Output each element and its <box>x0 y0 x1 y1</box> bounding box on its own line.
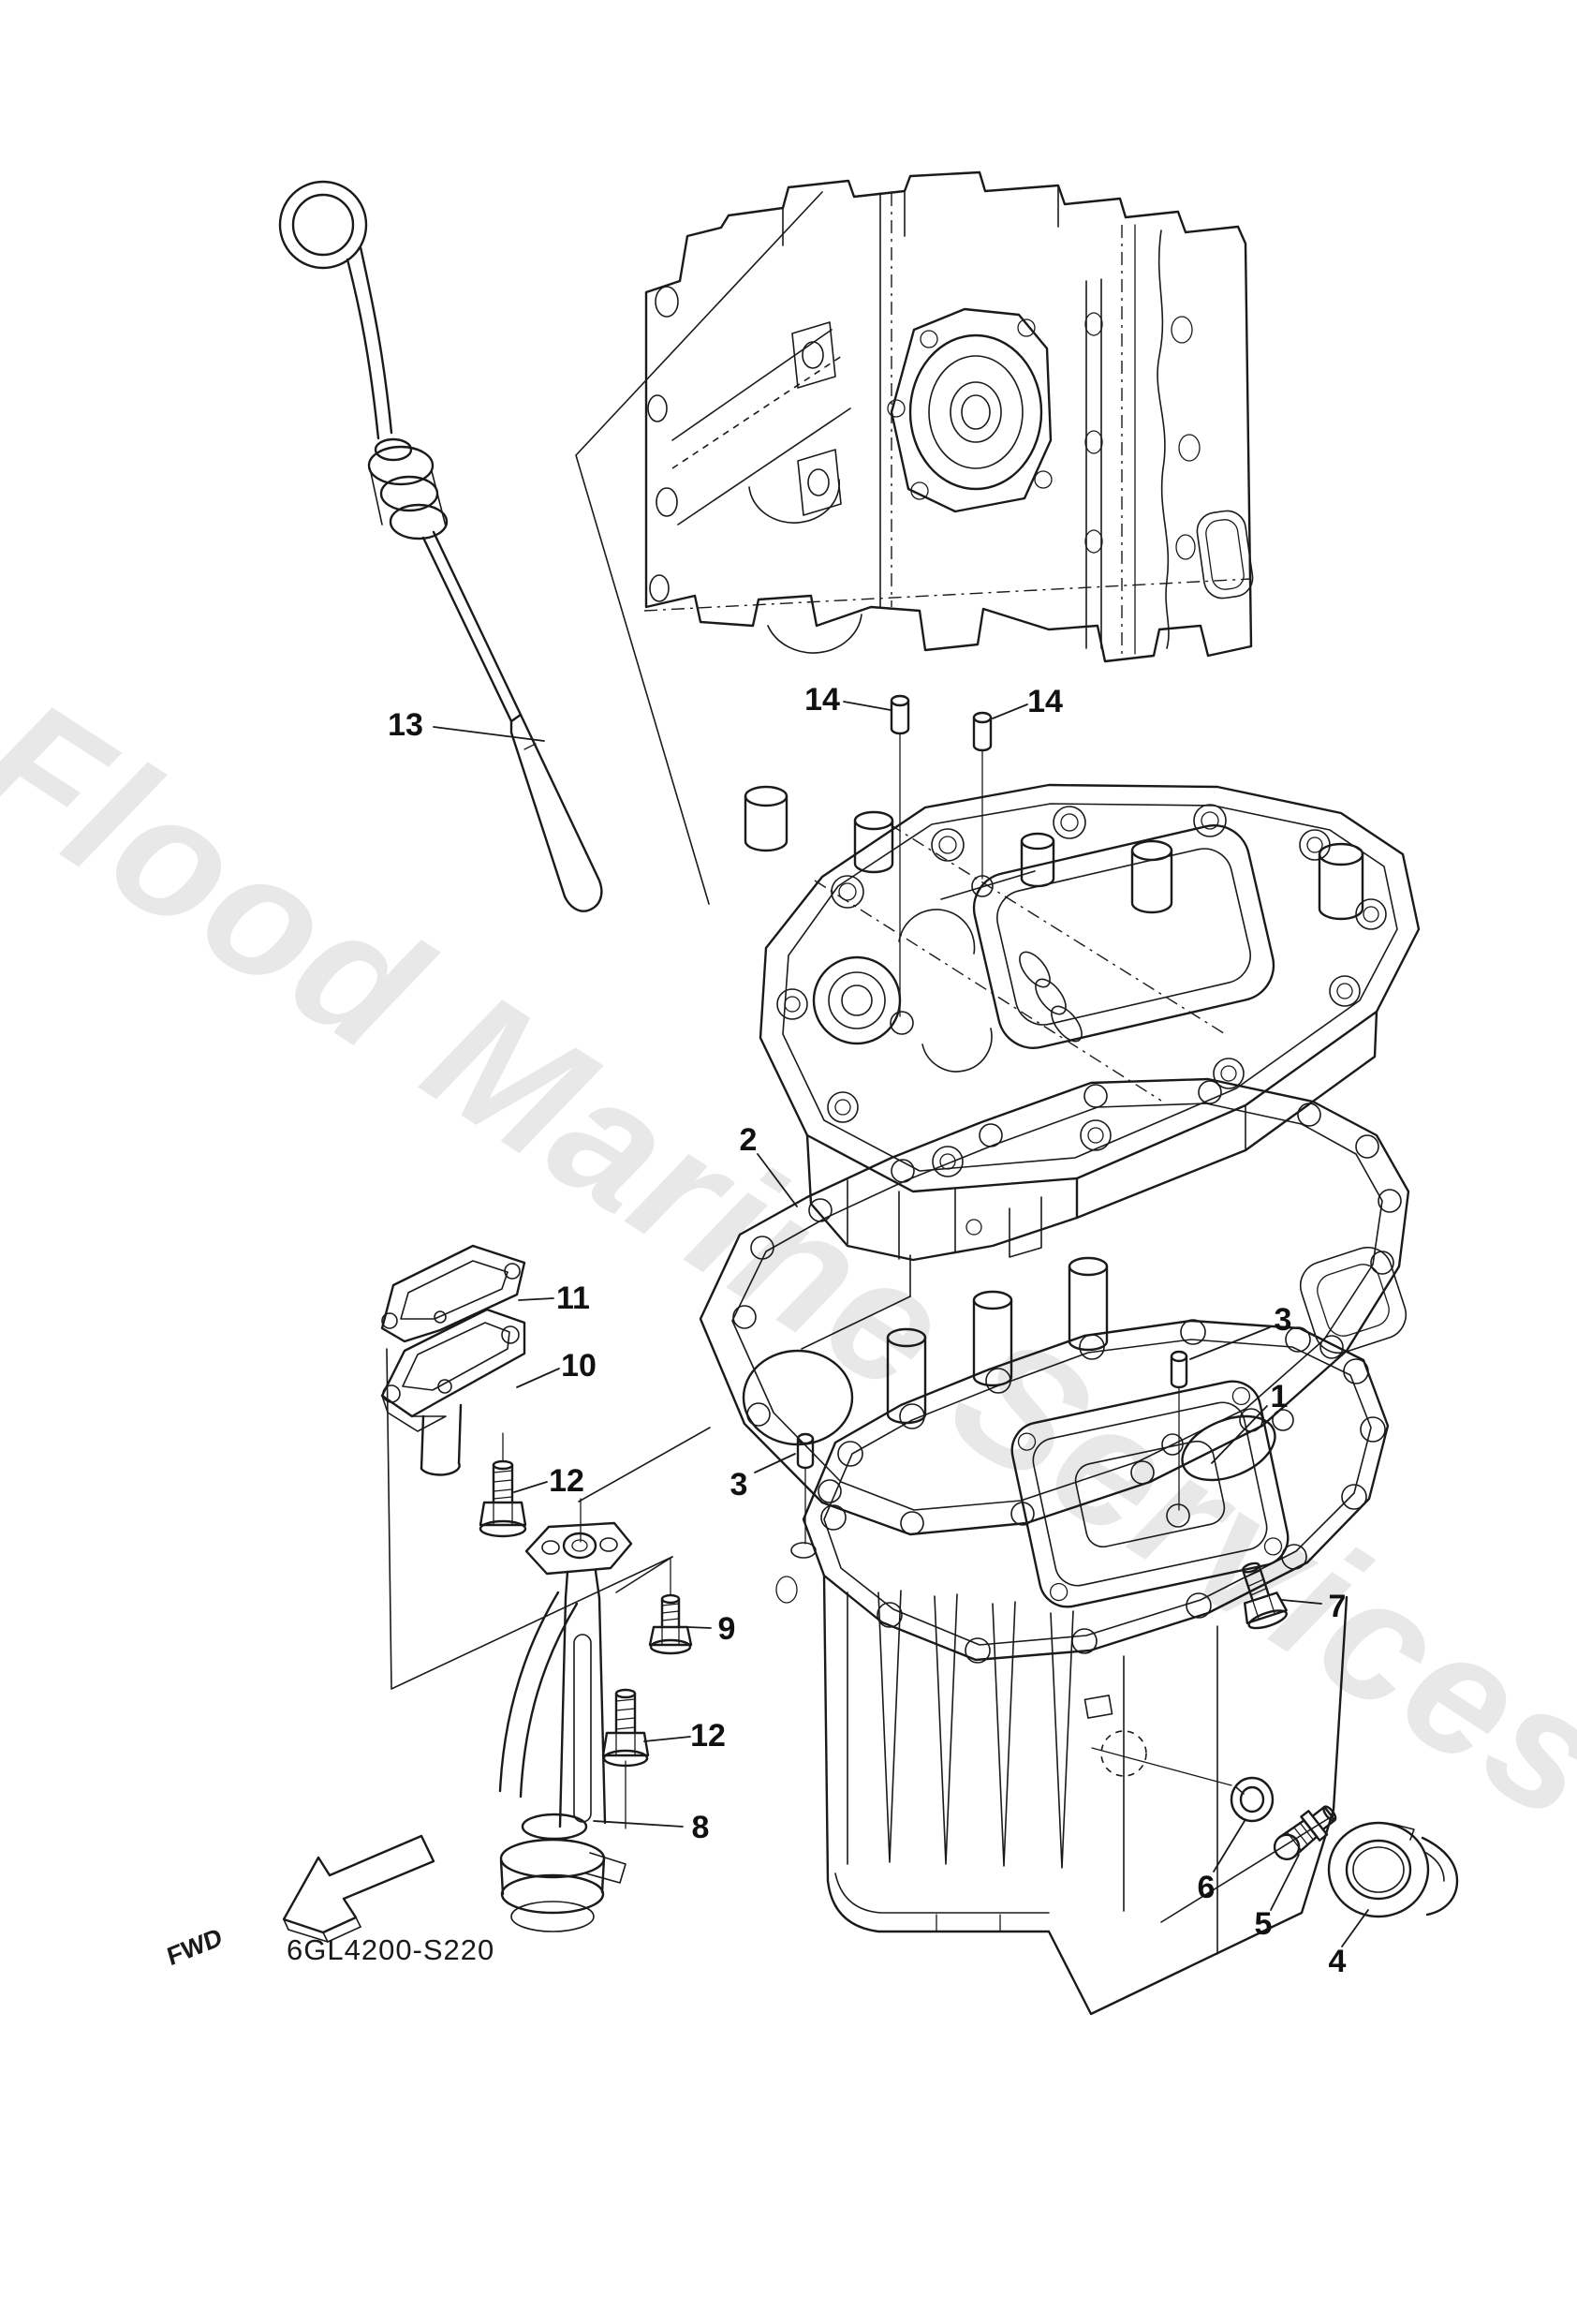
leader-14b <box>992 703 1028 719</box>
callout-3b: 3 <box>1275 1302 1292 1338</box>
diagram-code: 6GL4200-S220 <box>287 1933 494 1966</box>
fwd-arrow-label: FWD <box>164 1921 226 1971</box>
leader-12b <box>643 1736 691 1742</box>
callout-6: 6 <box>1198 1870 1216 1905</box>
callout-12b: 12 <box>690 1718 726 1754</box>
leader-3a <box>754 1453 796 1473</box>
leader-6 <box>1213 1820 1245 1873</box>
callout-8: 8 <box>692 1810 710 1845</box>
pan-bosses <box>886 1256 1109 1425</box>
part-oil-pan <box>775 1256 1390 2016</box>
part-bolt-12-upper <box>479 1432 582 1543</box>
pan-bolt-holes <box>790 1319 1386 1664</box>
leader-4 <box>1341 1909 1369 1947</box>
plate-bosses <box>744 785 1364 921</box>
leader-lines <box>433 701 1369 1947</box>
part-washer-6 <box>1230 1776 1275 1823</box>
part-bolt-7 <box>1241 1562 1289 1630</box>
leader-7 <box>1281 1599 1322 1605</box>
part-dipstick <box>278 180 603 912</box>
leader-2 <box>757 1153 798 1207</box>
callout-7: 7 <box>1329 1589 1347 1624</box>
part-gasket-11 <box>380 1244 526 1343</box>
leader-12a <box>513 1481 548 1493</box>
part-bolt-12-lower <box>601 1688 650 1829</box>
part-dowel-pin-3-right <box>1170 1350 1188 1511</box>
callout-9: 9 <box>718 1611 736 1647</box>
leader-1 <box>1211 1405 1268 1464</box>
part-oil-strainer <box>498 1521 633 1932</box>
callout-14a: 14 <box>804 682 840 718</box>
leader-5 <box>1270 1854 1300 1911</box>
leader-10 <box>516 1368 560 1388</box>
callout-2: 2 <box>740 1122 758 1158</box>
callout-14b: 14 <box>1027 684 1063 719</box>
callout-10: 10 <box>561 1348 597 1384</box>
plate-bolt-holes <box>776 804 1387 1177</box>
leader-9 <box>686 1626 712 1629</box>
part-dowel-pin-3-left <box>796 1432 815 1545</box>
part-plug-5 <box>1273 1805 1337 1860</box>
callout-4: 4 <box>1329 1944 1347 1979</box>
leader-13 <box>433 726 545 742</box>
callout-labels: 13 14 14 2 11 10 12 3 9 12 8 3 1 7 6 5 4 <box>388 682 1346 1979</box>
part-upper-oil-pan <box>744 783 1421 1262</box>
leader-14a <box>843 701 892 711</box>
callout-3a: 3 <box>730 1467 748 1502</box>
part-grommet-4 <box>1327 1821 1459 1918</box>
callout-11: 11 <box>556 1280 590 1316</box>
callout-12a: 12 <box>549 1463 584 1499</box>
leader-3b <box>1189 1326 1271 1360</box>
leader-11 <box>518 1297 554 1301</box>
part-dowel-pin-14a <box>890 694 910 1017</box>
leader-8 <box>593 1820 684 1828</box>
part-engine-block <box>643 170 1254 663</box>
callout-5: 5 <box>1255 1906 1273 1942</box>
callout-1: 1 <box>1271 1379 1289 1414</box>
part-cover-10 <box>380 1308 526 1476</box>
construction-lines <box>386 191 823 1690</box>
part-bolt-9 <box>648 1558 693 1655</box>
callout-13: 13 <box>388 707 423 743</box>
